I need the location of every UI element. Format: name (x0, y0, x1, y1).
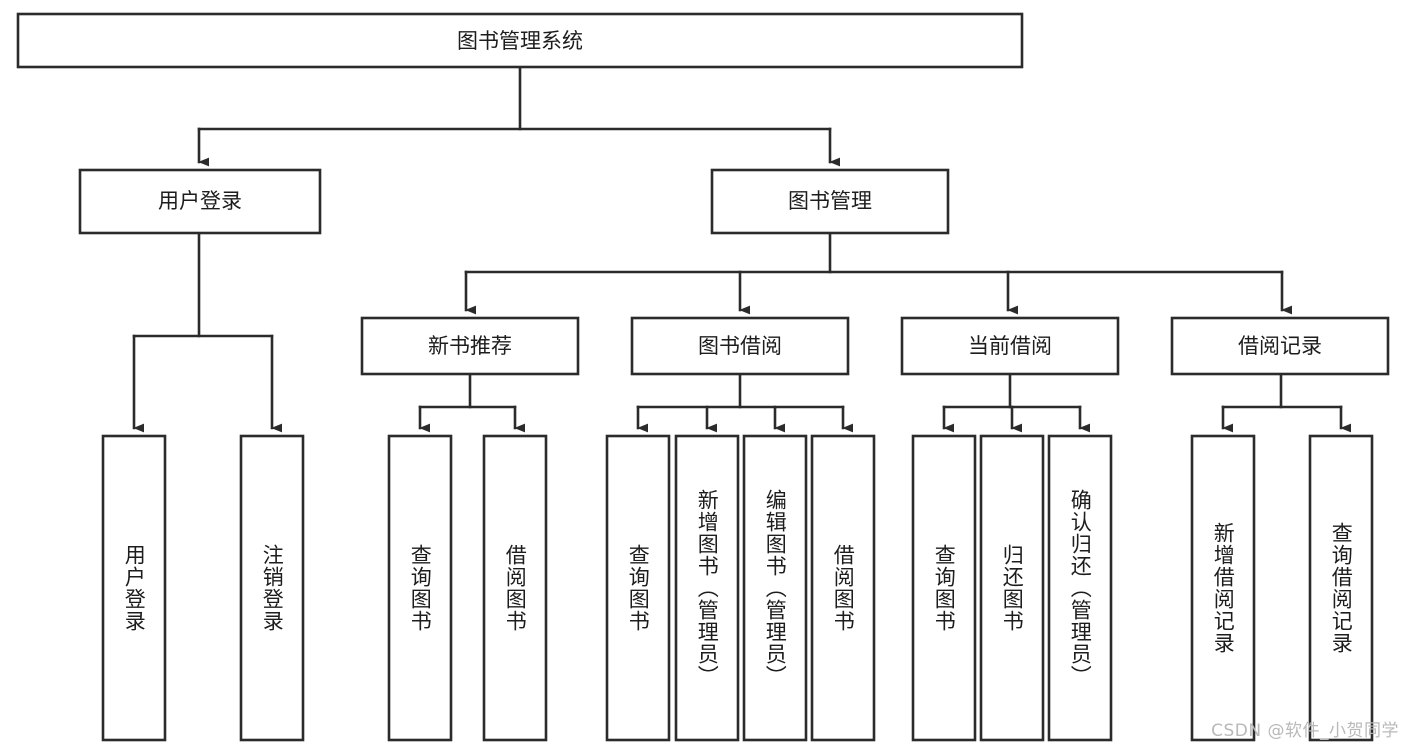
connectors (132, 65, 1352, 433)
node-new-book-recommend-label: 新书推荐 (428, 334, 512, 358)
watermark-text: CSDN @软件_小贺同学 (1211, 721, 1399, 741)
node-leaf-logout-box[interactable] (239, 434, 305, 742)
node-book-management[interactable]: 图书管理 (710, 168, 950, 235)
node-borrow-record-label: 借阅记录 (1238, 334, 1322, 358)
node-book-management-label: 图书管理 (788, 189, 872, 213)
node-book-borrow-box[interactable] (630, 316, 850, 376)
node-borrow-record-box[interactable] (1170, 316, 1390, 376)
node-user-login-label: 用户登录 (158, 189, 242, 213)
node-leaf-query-book-2-box[interactable] (605, 434, 671, 742)
node-borrow-record[interactable]: 借阅记录 (1170, 316, 1390, 376)
node-leaf-query-book-3-box[interactable] (911, 434, 977, 742)
node-book-management-box[interactable] (710, 168, 950, 235)
node-leaf-user-login-box[interactable] (101, 434, 167, 742)
node-user-login-box[interactable] (78, 168, 322, 235)
node-new-book-recommend-box[interactable] (360, 316, 580, 376)
leaf-nodes[interactable] (101, 434, 1374, 742)
node-current-borrow-box[interactable] (900, 316, 1120, 376)
node-leaf-edit-book-box[interactable] (742, 434, 808, 742)
node-leaf-query-borrow-record-box[interactable] (1308, 434, 1374, 742)
node-current-borrow[interactable]: 当前借阅 (900, 316, 1120, 376)
node-user-login[interactable]: 用户登录 (78, 168, 322, 235)
node-book-borrow[interactable]: 图书借阅 (630, 316, 850, 376)
node-leaf-borrow-book-1-box[interactable] (482, 434, 548, 742)
node-leaf-query-book-1-box[interactable] (387, 434, 453, 742)
node-current-borrow-label: 当前借阅 (968, 334, 1052, 358)
node-leaf-add-borrow-record-box[interactable] (1190, 434, 1256, 742)
node-leaf-add-book-box[interactable] (674, 434, 740, 742)
node-leaf-borrow-book-2-box[interactable] (810, 434, 876, 742)
node-leaf-return-book-box[interactable] (979, 434, 1045, 742)
node-root[interactable]: 图书管理系统 (16, 12, 1024, 69)
node-root-box[interactable] (16, 12, 1024, 69)
node-root-label: 图书管理系统 (457, 29, 583, 53)
node-new-book-recommend[interactable]: 新书推荐 (360, 316, 580, 376)
node-book-borrow-label: 图书借阅 (698, 334, 782, 358)
node-leaf-confirm-return-box[interactable] (1047, 434, 1113, 742)
